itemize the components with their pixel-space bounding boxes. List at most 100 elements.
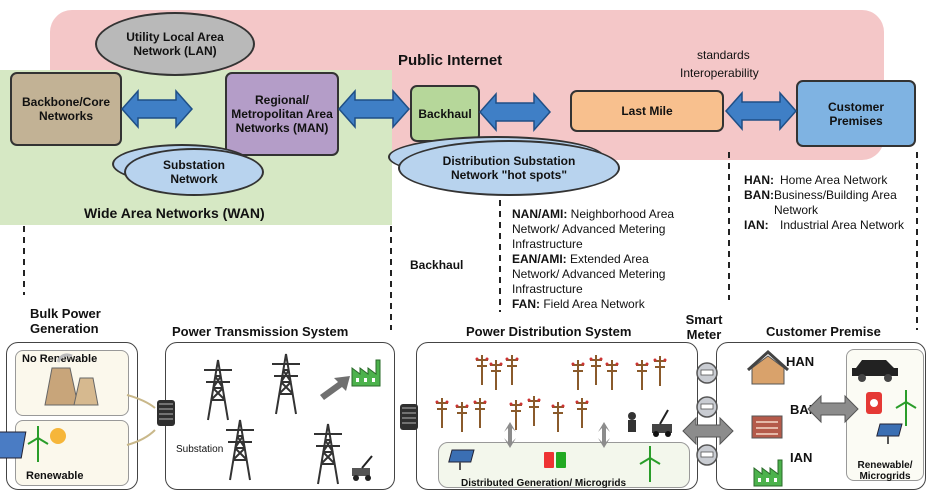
distribution-substation-ellipse: Distribution Substation Network "hot spo… — [398, 140, 620, 196]
worker-icon — [628, 412, 636, 432]
substation-network-ellipse: Substation Network — [124, 148, 264, 196]
customer-premises-label: Customer Premises — [827, 99, 884, 128]
factory-icon — [351, 359, 381, 387]
utility-pole-icon — [634, 359, 650, 391]
han-definitions: HAN: Home Area Network BAN:Business/Build… — [744, 173, 912, 233]
wind-turbine-icon — [639, 445, 661, 483]
ean-value: Extended Area Network/ Advanced Metering… — [512, 252, 666, 296]
factory-icon — [753, 459, 783, 487]
distribution-title: Power Distribution System — [466, 324, 632, 339]
solar-panel-icon — [875, 423, 903, 445]
distribution-transformer-icon — [399, 403, 419, 431]
smart-meter-icon — [696, 444, 718, 466]
tower-icon — [271, 353, 301, 415]
vertical-arrow-icon — [504, 422, 516, 448]
utility-pole-icon — [474, 354, 490, 386]
regional-label: Regional/ Metropolitan Area Networks (MA… — [231, 93, 333, 135]
battery-icon — [544, 452, 566, 468]
definition-row: HAN: Home Area Network — [744, 173, 912, 188]
public-internet-label: Public Internet — [398, 52, 503, 69]
last-mile-label: Last Mile — [621, 104, 673, 118]
nan-key: NAN/AMI: — [512, 207, 568, 221]
utility-pole-icon — [550, 401, 566, 433]
ban-value: Business/Building Area Network — [774, 188, 897, 217]
definition-row: IAN: Industrial Area Network — [744, 218, 912, 233]
meter-double-arrow-icon — [682, 417, 734, 445]
distribution-substation-label: Distribution Substation Network "hot spo… — [442, 154, 576, 182]
vertical-arrow-icon — [598, 422, 610, 448]
utility-pole-icon — [588, 354, 604, 386]
substation-network-label: Substation Network — [163, 158, 225, 186]
renewable-generation-icon — [0, 425, 66, 463]
fan-value: Field Area Network — [543, 297, 645, 311]
utility-pole-icon — [652, 355, 668, 387]
han-key: HAN: — [744, 173, 774, 187]
ian-label: IAN — [790, 450, 813, 465]
customer-premise-title: Customer Premise — [766, 324, 881, 339]
ian-key: IAN: — [744, 218, 769, 232]
tower-icon — [313, 423, 343, 485]
backhaul-box: Backhaul — [410, 85, 480, 142]
definition-row: NAN/AMI: Neighborhood Area Network/ Adva… — [512, 207, 688, 252]
ean-key: EAN/AMI: — [512, 252, 567, 266]
fan-key: FAN: — [512, 297, 540, 311]
smart-meter-icon — [696, 396, 718, 418]
nan-value: Neighborhood Area Network/ Advanced Mete… — [512, 207, 675, 251]
han-label: HAN — [786, 354, 815, 369]
utility-pole-icon — [472, 397, 488, 429]
substation-label: Substation — [176, 444, 224, 455]
smart-meter-title: Smart Meter — [685, 312, 723, 342]
repair-vehicle-icon — [352, 455, 373, 481]
distributed-generation-label: Distributed Generation/ Microgrids — [461, 478, 627, 489]
utility-pole-icon — [434, 397, 450, 429]
han-value: Home Area Network — [780, 173, 888, 187]
solar-panel-icon — [447, 449, 475, 471]
nan-definitions: NAN/AMI: Neighborhood Area Network/ Adva… — [512, 207, 688, 312]
dashed-dividers — [23, 152, 918, 330]
renewable-label: Renewable — [26, 470, 84, 482]
building-icon — [751, 415, 783, 439]
power-plant-icon — [44, 353, 99, 406]
wan-label: Wide Area Networks (WAN) — [84, 205, 265, 221]
utility-pole-icon — [504, 354, 520, 386]
utility-lan-label: Utility Local Area Network (LAN) — [126, 30, 224, 58]
regional-man-box: Regional/ Metropolitan Area Networks (MA… — [225, 72, 339, 156]
flow-arrow-icon — [320, 376, 350, 400]
car-icon — [852, 360, 898, 382]
utility-lan-ellipse: Utility Local Area Network (LAN) — [95, 12, 255, 76]
smart-meter-icon — [696, 362, 718, 384]
standards-label: standards — [697, 48, 750, 62]
backhaul-box-label: Backhaul — [418, 106, 472, 121]
customer-double-arrow-icon — [807, 395, 859, 423]
utility-pole-icon — [488, 359, 504, 391]
utility-pole-icon — [604, 359, 620, 391]
definition-row: BAN:Business/Building Area Network — [744, 188, 912, 218]
customer-premises-box: Customer Premises — [796, 80, 916, 147]
feed-lines — [126, 394, 156, 446]
definition-row: EAN/AMI: Extended Area Network/ Advanced… — [512, 252, 688, 297]
ev-charger-icon — [866, 392, 882, 414]
transmission-panel — [165, 342, 395, 490]
definition-row: FAN: Field Area Network — [512, 297, 688, 312]
ian-value: Industrial Area Network — [780, 218, 905, 232]
ban-key: BAN: — [744, 188, 774, 202]
backbone-core-networks-box: Backbone/Core Networks — [10, 72, 122, 146]
renewable-microgrids-label: Renewable/ Microgrids — [857, 460, 913, 482]
utility-pole-icon — [526, 395, 542, 427]
interoperability-label: Interoperability — [680, 66, 759, 80]
utility-pole-icon — [570, 359, 586, 391]
wind-turbine-icon — [895, 389, 917, 427]
transmission-title: Power Transmission System — [172, 324, 349, 339]
last-mile-box: Last Mile — [570, 90, 724, 132]
backhaul-middle-label: Backhaul — [410, 258, 464, 272]
bulk-power-title: Bulk Power Generation — [30, 306, 101, 336]
utility-pole-icon — [574, 397, 590, 429]
bucket-truck-icon — [652, 409, 672, 437]
utility-pole-icon — [454, 401, 470, 433]
house-icon — [746, 349, 790, 385]
substation-transformer-icon — [156, 399, 176, 427]
renewable-box — [15, 420, 129, 486]
tower-icon — [225, 419, 255, 481]
